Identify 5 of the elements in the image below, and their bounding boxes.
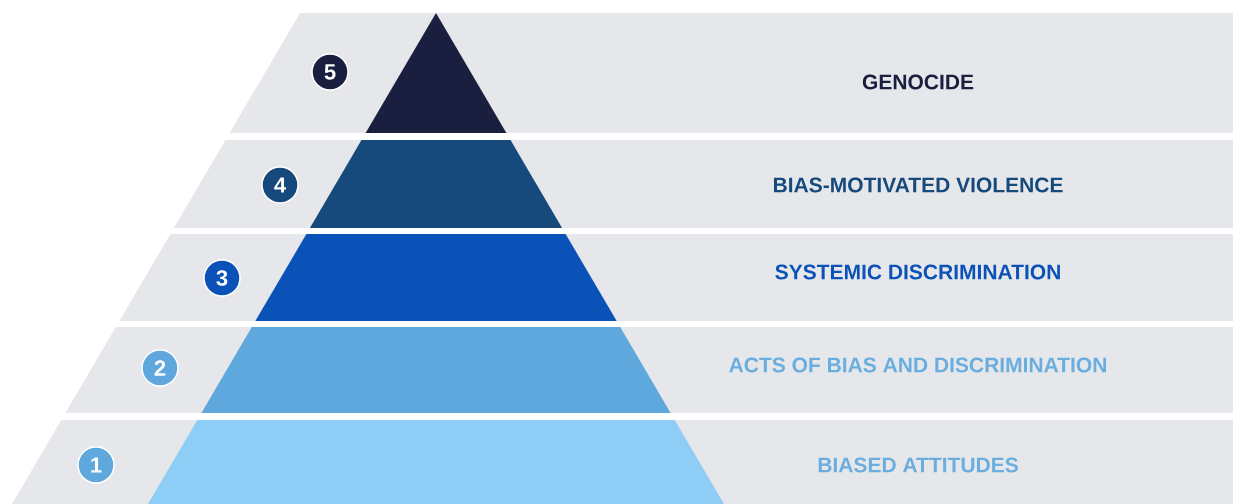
level-label: ACTS OF BIAS AND DISCRIMINATION bbox=[729, 357, 1106, 373]
level-label: GENOCIDE bbox=[862, 74, 974, 90]
level-label: BIASED ATTITUDES bbox=[818, 457, 1018, 473]
level-label: BIAS-MOTIVATED VIOLENCE bbox=[774, 177, 1063, 193]
level-label: SYSTEMIC DISCRIMINATION bbox=[775, 264, 1060, 280]
